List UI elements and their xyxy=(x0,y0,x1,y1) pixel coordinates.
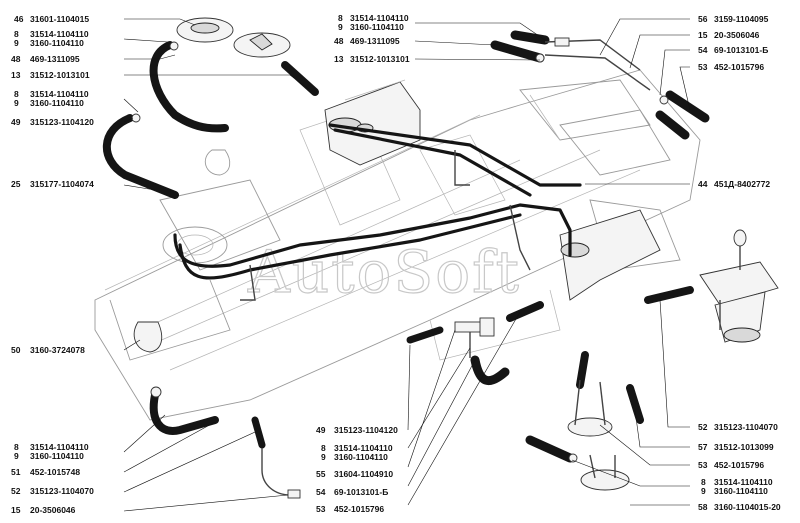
label-num: 56 xyxy=(698,14,708,24)
label-code: 3160-3724078 xyxy=(30,345,85,355)
label-code: 452-1015796 xyxy=(714,460,764,470)
tee-fitting xyxy=(454,317,495,358)
label-num: 44 xyxy=(698,179,708,189)
label-code: 3159-1104095 xyxy=(714,14,769,24)
label-code: 69-1013101-Б xyxy=(334,487,388,497)
label-num: 55 xyxy=(316,469,326,479)
label-code: 452-1015748 xyxy=(30,467,80,477)
label-num: 25 xyxy=(11,179,21,189)
label-code: 69-1013101-Б xyxy=(714,45,768,55)
label-num: 15 xyxy=(698,30,708,40)
label-num: 9 xyxy=(14,451,19,461)
bracket-clamp xyxy=(133,149,231,353)
label-code: 451Д-8402772 xyxy=(714,179,770,189)
hoses xyxy=(102,30,710,463)
sender-units xyxy=(567,379,630,491)
label-num: 9 xyxy=(14,98,19,108)
labels-right: 56 3159-1104095 15 20-3506046 54 69-1013… xyxy=(698,14,781,512)
label-num: 9 xyxy=(14,38,19,48)
label-num: 58 xyxy=(698,502,708,512)
label-num: 50 xyxy=(11,345,21,355)
label-code: 31514-1104110 xyxy=(30,442,89,452)
label-num: 54 xyxy=(316,487,326,497)
label-code: 20-3506046 xyxy=(30,505,76,515)
label-code: 469-1311095 xyxy=(350,36,400,46)
label-num: 57 xyxy=(698,442,708,452)
filter-pump-unit xyxy=(699,229,779,343)
label-num: 8 xyxy=(338,13,343,23)
label-code: 315123-1104120 xyxy=(334,425,398,435)
label-num: 13 xyxy=(334,54,344,64)
label-num: 9 xyxy=(701,486,706,496)
label-code: 3160-1104110 xyxy=(30,38,84,48)
label-code: 31514-1104110 xyxy=(714,477,773,487)
label-num: 15 xyxy=(11,505,21,515)
leader-lines xyxy=(123,18,691,512)
label-code: 452-1015796 xyxy=(334,504,384,514)
label-code: 452-1015796 xyxy=(714,62,764,72)
label-code: 469-1311095 xyxy=(30,54,80,64)
label-code: 20-3506046 xyxy=(714,30,760,40)
labels-left: 46 31601-1104015 8 31514-1104110 9 3160-… xyxy=(11,14,94,515)
label-code: 31512-1013101 xyxy=(30,70,90,80)
label-num: 54 xyxy=(698,45,708,55)
label-code: 31514-1104110 xyxy=(334,443,393,453)
label-num: 52 xyxy=(698,422,708,432)
label-code: 315177-1104074 xyxy=(30,179,94,189)
label-num: 9 xyxy=(321,452,326,462)
label-code: 315123-1104120 xyxy=(30,117,94,127)
fitting-56 xyxy=(544,37,651,91)
label-code: 315123-1104070 xyxy=(714,422,778,432)
label-code: 31512-1013101 xyxy=(350,54,410,64)
label-code: 3160-1104110 xyxy=(30,451,84,461)
label-num: 49 xyxy=(316,425,326,435)
label-num: 8 xyxy=(14,442,19,452)
label-num: 48 xyxy=(11,54,21,64)
label-num: 51 xyxy=(11,467,21,477)
label-num: 8 xyxy=(14,89,19,99)
label-num: 53 xyxy=(316,504,326,514)
label-code: 31514-1104110 xyxy=(350,13,409,23)
labels-top-center: 8 31514-1104110 9 3160-1104110 48 469-13… xyxy=(334,13,410,64)
hose-clamps xyxy=(131,41,669,463)
label-num: 49 xyxy=(11,117,21,127)
label-code: 31514-1104110 xyxy=(30,89,89,99)
pipe-fitting-bottom-left xyxy=(251,416,301,499)
label-code: 3160-1104110 xyxy=(714,486,768,496)
label-num: 8 xyxy=(701,477,706,487)
label-code: 3160-1104015-20 xyxy=(714,502,781,512)
fuel-tank-rear xyxy=(559,209,661,301)
fuel-tank-top xyxy=(324,79,421,166)
label-num: 52 xyxy=(11,486,21,496)
filler-cap xyxy=(176,17,291,58)
label-num: 53 xyxy=(698,62,708,72)
label-num: 9 xyxy=(338,22,343,32)
label-code: 31604-1104910 xyxy=(334,469,393,479)
label-num: 13 xyxy=(11,70,21,80)
label-num: 46 xyxy=(14,14,24,24)
label-code: 3160-1104110 xyxy=(30,98,84,108)
label-code: 3160-1104110 xyxy=(350,22,404,32)
label-code: 315123-1104070 xyxy=(30,486,94,496)
label-num: 48 xyxy=(334,36,344,46)
label-code: 31514-1104110 xyxy=(30,29,89,39)
label-code: 31512-1013099 xyxy=(714,442,774,452)
label-num: 8 xyxy=(321,443,326,453)
label-num: 8 xyxy=(14,29,19,39)
labels-bottom-center: 49 315123-1104120 8 31514-1104110 9 3160… xyxy=(316,425,398,514)
fuel-lines xyxy=(173,123,582,301)
label-code: 31601-1104015 xyxy=(30,14,89,24)
label-num: 53 xyxy=(698,460,708,470)
label-code: 3160-1104110 xyxy=(334,452,388,462)
